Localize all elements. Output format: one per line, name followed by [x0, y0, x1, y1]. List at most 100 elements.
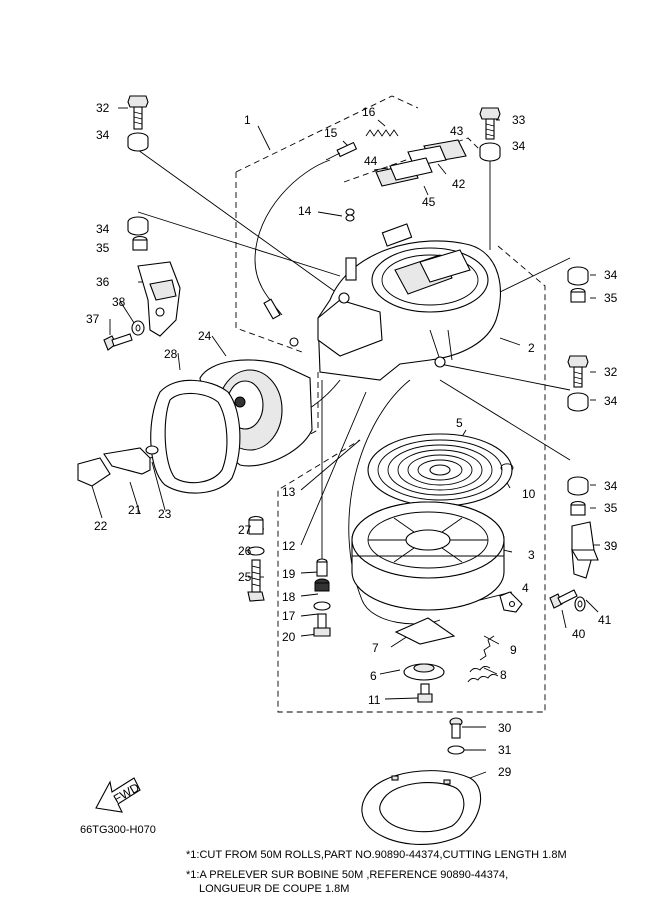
callout-2: 2 [528, 341, 535, 355]
group-outline-top [235, 95, 419, 173]
callout-14: 14 [298, 204, 312, 218]
bolt-37 [103, 333, 133, 351]
bolt-20 [313, 613, 331, 637]
clip-10 [500, 463, 514, 471]
gasket-28 [150, 379, 241, 494]
washer-17 [313, 601, 331, 611]
callout-25: 25 [238, 570, 252, 584]
bolt-32-right [567, 355, 589, 388]
callout-15: 15 [324, 126, 338, 140]
spring-14 [345, 208, 355, 222]
callout-8: 8 [500, 668, 507, 682]
collar-35-a [132, 235, 148, 251]
callout-39: 39 [604, 539, 618, 553]
callout-29: 29 [498, 765, 512, 779]
callout-11: 11 [368, 693, 381, 707]
callout-32-top: 32 [96, 101, 110, 115]
callout-44: 44 [364, 154, 378, 168]
grommet-34-e [567, 392, 589, 412]
callout-numbers: 1 2 3 4 5 6 7 8 9 10 11 12 13 14 15 16 1… [86, 101, 618, 779]
callout-38: 38 [112, 295, 126, 309]
grommet-34-a [127, 132, 149, 152]
cable-end-15 [325, 141, 358, 161]
leader-lines [91, 107, 600, 779]
callout-10: 10 [522, 487, 536, 501]
grommet-34-c [127, 216, 149, 236]
callout-5: 5 [456, 416, 463, 430]
callout-6: 6 [370, 669, 377, 683]
callout-32-right: 32 [604, 365, 618, 379]
callout-33: 33 [512, 113, 526, 127]
callout-37: 37 [86, 312, 100, 326]
spiral-spring-5 [367, 433, 513, 507]
group-outline-right [277, 245, 546, 713]
bushing-18 [314, 578, 330, 592]
washer-38 [131, 320, 145, 336]
diagram-code: 66TG300-H070 [80, 824, 156, 836]
friction-plate-7 [394, 617, 456, 645]
spring-16 [365, 129, 399, 137]
callout-35-c: 35 [604, 501, 618, 515]
callout-9: 9 [510, 643, 517, 657]
starter-housing [317, 223, 502, 381]
callout-31: 31 [498, 743, 512, 757]
callout-34-f: 34 [604, 479, 618, 493]
spring-9 [479, 635, 495, 661]
bolt-11 [417, 683, 433, 703]
collar-35-b [570, 287, 586, 303]
callout-30: 30 [498, 721, 512, 735]
callout-43: 43 [450, 124, 464, 138]
cable-adjuster [263, 298, 299, 347]
washer-31 [447, 745, 465, 755]
reel-3 [351, 501, 505, 611]
label-plates [375, 139, 467, 187]
callout-17: 17 [282, 609, 296, 623]
callout-28: 28 [164, 347, 178, 361]
callout-16: 16 [362, 105, 376, 119]
callout-19: 19 [282, 567, 296, 581]
drive-plate-6 [403, 663, 445, 681]
grommet-34-b [479, 142, 501, 162]
pawl-4 [499, 591, 523, 613]
callout-35-b: 35 [604, 291, 618, 305]
callout-45: 45 [422, 195, 436, 209]
callout-27: 27 [238, 523, 252, 537]
callout-3: 3 [528, 548, 535, 562]
bracket-36 [137, 261, 181, 337]
callout-40: 40 [572, 627, 586, 641]
callout-34-b: 34 [512, 139, 526, 153]
forward-arrow-icon: FWD [95, 777, 142, 813]
callout-7: 7 [372, 641, 379, 655]
spring-8 [467, 665, 499, 683]
footnote-line-3: LONGUEUR DE COUPE 1.8M [199, 883, 350, 895]
washer-26 [247, 546, 265, 556]
bolt-30 [449, 717, 463, 739]
callout-36: 36 [96, 275, 110, 289]
callout-1: 1 [244, 113, 251, 127]
grommet-34-d [567, 266, 589, 286]
callout-34-d: 34 [604, 268, 618, 282]
callout-26: 26 [238, 544, 252, 558]
callout-12: 12 [282, 539, 296, 553]
callout-41: 41 [598, 613, 612, 627]
bolt-25 [247, 559, 265, 602]
collar-35-c [570, 500, 586, 516]
callout-34-a: 34 [96, 128, 110, 142]
callout-24: 24 [198, 329, 212, 343]
callout-22: 22 [94, 519, 108, 533]
callout-20: 20 [282, 630, 296, 644]
collar-27 [248, 515, 264, 535]
callout-35-a: 35 [96, 241, 110, 255]
callout-13: 13 [282, 485, 296, 499]
callout-42: 42 [452, 177, 466, 191]
throttle-cable [254, 159, 331, 316]
collar-19 [316, 558, 328, 577]
bolt-40 [549, 589, 578, 609]
callout-34-e: 34 [604, 394, 618, 408]
group-outline-cable [235, 172, 303, 353]
grommet-34-f [567, 476, 589, 496]
bracket-39 [571, 521, 599, 579]
callout-18: 18 [282, 590, 296, 604]
footnote-line-1: *1:CUT FROM 50M ROLLS,PART NO.90890-4437… [186, 849, 567, 861]
